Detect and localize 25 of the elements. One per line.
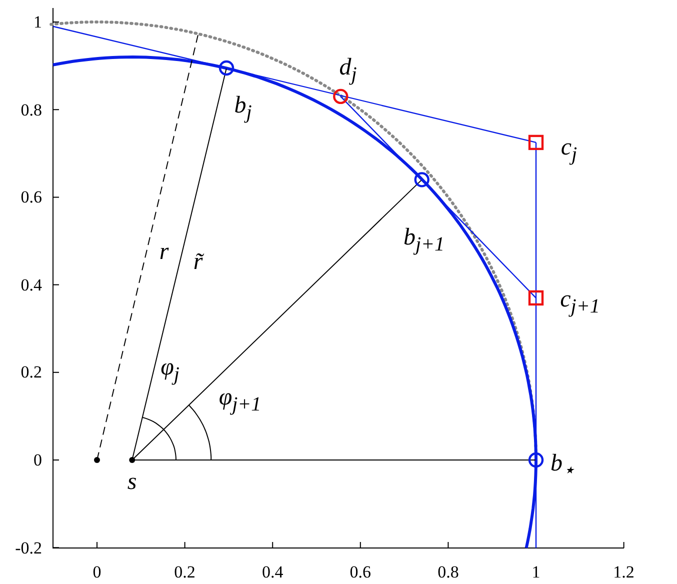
tick-label: 0.8 [438,564,459,580]
math-label: r̃ [193,250,203,274]
math-label: d$_{j}$ [339,56,357,84]
tick-label: 0.6 [350,564,372,580]
tick-label: -0.2 [15,539,42,556]
tick-label: 1 [34,14,42,30]
math-label: s [127,470,137,494]
math-label: b$_{⋆}$ [550,452,576,480]
math-label: φ$_{j}$ [160,356,180,384]
math-label: c$_{j+1}$ [560,288,600,316]
tick-label: 1.2 [613,564,634,580]
tick-label: 0.2 [174,564,196,580]
math-label: b$_{j}$ [234,94,252,122]
tick-label: 0.4 [20,276,42,294]
math-label: φ$_{j+1}$ [218,386,262,414]
tick-label: 0.6 [20,188,42,206]
tick-label: 0 [92,564,102,580]
math-label: r [159,240,169,264]
math-label: c$_{j}$ [560,136,578,164]
tick-label: 0.2 [20,364,42,381]
math-label: b$_{j+1}$ [403,226,445,254]
tick-label: 1 [532,564,540,580]
tick-label: 0.8 [20,101,42,118]
tick-label: 0 [34,452,42,468]
tick-label: 0.4 [262,564,284,580]
